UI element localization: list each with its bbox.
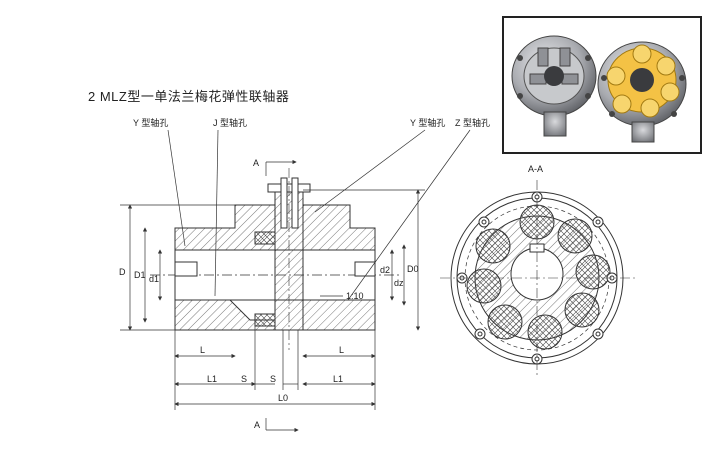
coupling-photo-icon bbox=[504, 18, 700, 152]
dim-L0: L0 bbox=[278, 393, 288, 403]
dim-S-right: S bbox=[270, 374, 276, 384]
side-section-view bbox=[150, 168, 400, 350]
dim-D: D bbox=[119, 267, 126, 277]
dim-S-left: S bbox=[241, 374, 247, 384]
dim-taper: 1:10 bbox=[346, 291, 364, 301]
dim-d2: d2 bbox=[380, 265, 390, 275]
section-label: A-A bbox=[528, 164, 543, 174]
dim-D0: D0 bbox=[407, 264, 419, 274]
callout-j-hole: J 型轴孔 bbox=[213, 117, 247, 128]
dim-D1: D1 bbox=[134, 270, 146, 280]
page-title: 2 MLZ型一单法兰梅花弹性联轴器 bbox=[88, 89, 290, 104]
section-mark-top: A bbox=[253, 158, 259, 168]
dimension-lines bbox=[120, 129, 471, 433]
section-mark-bottom: A bbox=[254, 420, 260, 430]
end-view-a-a bbox=[440, 180, 636, 378]
callout-y-hole-left: Y 型轴孔 bbox=[133, 117, 168, 128]
dim-d1: d1 bbox=[149, 274, 159, 284]
dim-L1-left: L1 bbox=[207, 374, 217, 384]
callout-z-hole: Z 型轴孔 bbox=[455, 117, 490, 128]
dim-L1-right: L1 bbox=[333, 374, 343, 384]
dim-dz: dz bbox=[394, 278, 404, 288]
dim-L-left: L bbox=[200, 345, 205, 355]
product-photo bbox=[502, 16, 702, 154]
dim-L-right: L bbox=[339, 345, 344, 355]
callout-y-hole-right: Y 型轴孔 bbox=[410, 117, 445, 128]
